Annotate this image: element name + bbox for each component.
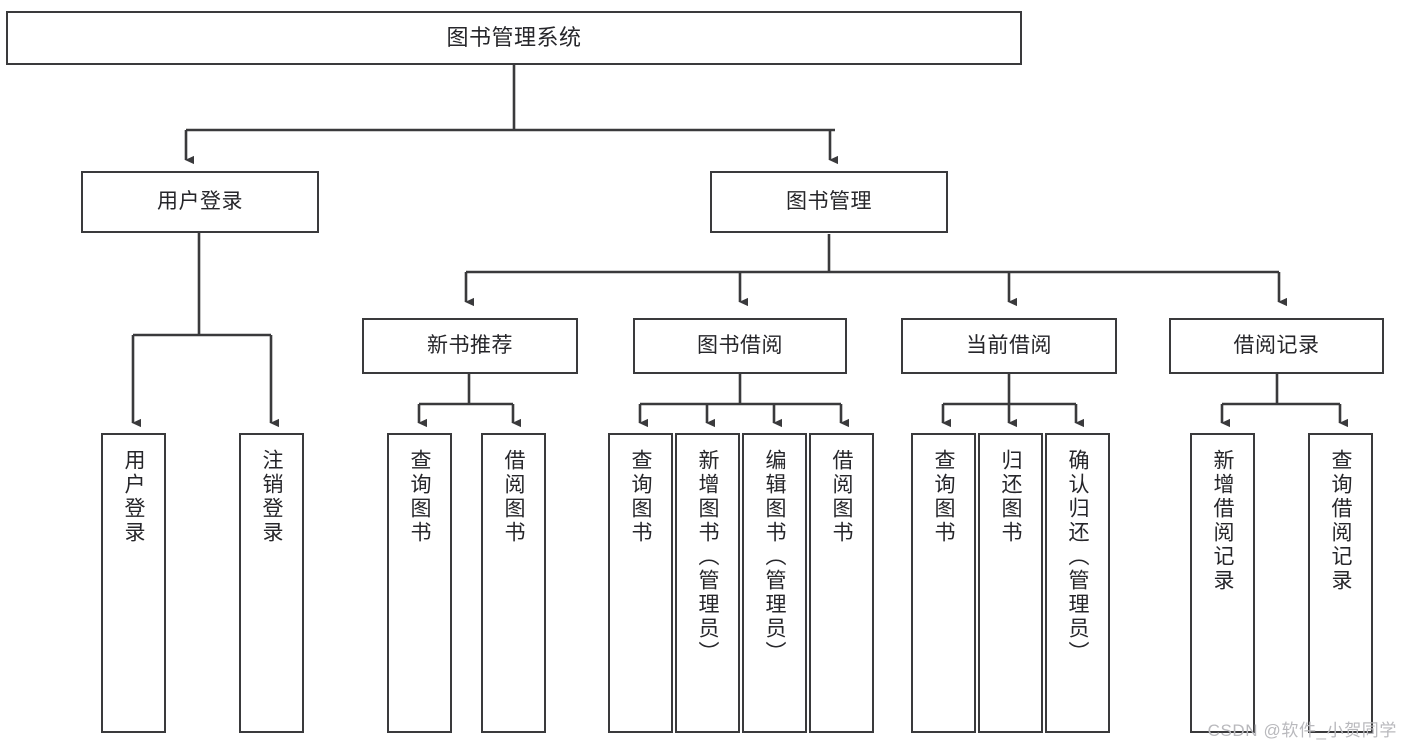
node-label: 编辑图书（管理员）: [763, 449, 786, 665]
node-label: 注销登录: [260, 449, 283, 545]
leaf-add-borrow-record[interactable]: 新增借阅记录: [1190, 433, 1255, 733]
node-book-borrow[interactable]: 图书借阅: [633, 318, 847, 374]
node-label: 归还图书: [999, 449, 1022, 545]
leaf-logout[interactable]: 注销登录: [239, 433, 304, 733]
leaf-borrow-book[interactable]: 借阅图书: [809, 433, 874, 733]
leaf-confirm-return-admin[interactable]: 确认归还（管理员）: [1045, 433, 1110, 733]
node-label: 图书管理: [786, 189, 872, 213]
leaf-edit-book-admin[interactable]: 编辑图书（管理员）: [742, 433, 807, 733]
leaf-user-login[interactable]: 用户登录: [101, 433, 166, 733]
node-user-login[interactable]: 用户登录: [81, 171, 319, 233]
node-label: 查询借阅记录: [1329, 449, 1352, 593]
leaf-query-book-borrow[interactable]: 查询图书: [608, 433, 673, 733]
node-label: 借阅图书: [830, 449, 853, 545]
node-borrow-record[interactable]: 借阅记录: [1169, 318, 1384, 374]
leaf-add-book-admin[interactable]: 新增图书（管理员）: [675, 433, 740, 733]
node-label: 确认归还（管理员）: [1066, 449, 1089, 665]
node-label: 新增借阅记录: [1211, 449, 1234, 593]
node-label: 查询图书: [932, 449, 955, 545]
node-label: 当前借阅: [966, 333, 1052, 357]
leaf-query-book-current[interactable]: 查询图书: [911, 433, 976, 733]
node-label: 新书推荐: [427, 333, 513, 357]
node-root-book-management-system[interactable]: 图书管理系统: [6, 11, 1022, 65]
node-label: 查询图书: [629, 449, 652, 545]
leaf-query-book-recommend[interactable]: 查询图书: [387, 433, 452, 733]
node-label: 图书借阅: [697, 333, 783, 357]
leaf-return-book[interactable]: 归还图书: [978, 433, 1043, 733]
leaf-query-borrow-record[interactable]: 查询借阅记录: [1308, 433, 1373, 733]
node-label: 用户登录: [157, 189, 243, 213]
watermark: CSDN @软件_小贺同学: [1207, 721, 1397, 740]
leaf-borrow-book-recommend[interactable]: 借阅图书: [481, 433, 546, 733]
node-label: 查询图书: [408, 449, 431, 545]
node-label: 借阅图书: [502, 449, 525, 545]
node-book-management[interactable]: 图书管理: [710, 171, 948, 233]
node-new-book-recommend[interactable]: 新书推荐: [362, 318, 578, 374]
node-label: 用户登录: [122, 449, 145, 545]
node-label: 图书管理系统: [446, 25, 582, 51]
node-current-borrow[interactable]: 当前借阅: [901, 318, 1117, 374]
node-label: 新增图书（管理员）: [696, 449, 719, 665]
node-label: 借阅记录: [1233, 333, 1320, 357]
